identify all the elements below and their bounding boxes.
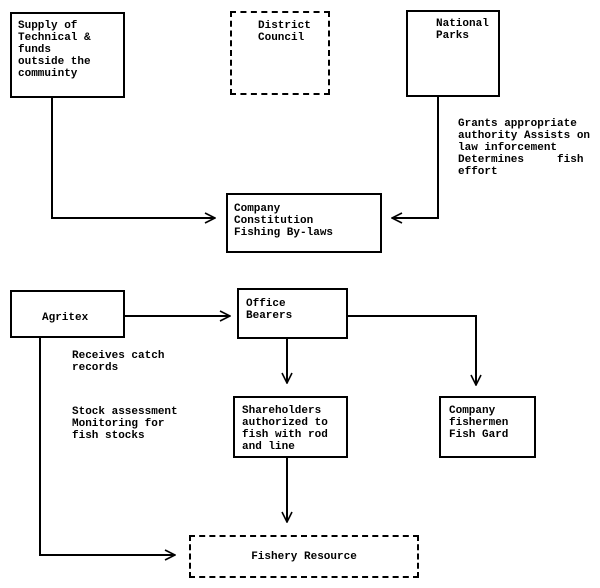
arrow-office-to-fishermen xyxy=(348,315,476,385)
fishery-resource-label: Fishery Resource xyxy=(251,551,357,563)
office-bearers-label: Office Bearers xyxy=(246,298,293,322)
arrow-agritex-to-fishery xyxy=(39,338,175,555)
company-constitution-label: Company Constitution Fishing By-laws xyxy=(234,203,334,239)
agritex-stock-annotation: Stock assessment Monitoring for fish sto… xyxy=(72,406,178,442)
national-parks-roles-annotation: Grants appropriate authority Assists on … xyxy=(458,118,591,178)
office-bearers-box xyxy=(237,288,348,339)
agritex-label: Agritex xyxy=(42,312,89,324)
agritex-catch-annotation: Receives catch records xyxy=(72,350,165,374)
shareholders-label: Shareholders authorized to fish with rod… xyxy=(242,405,328,453)
fishery-resource-box xyxy=(189,535,419,578)
supply-label: Supply of Technical & funds outside the … xyxy=(18,20,91,80)
arrow-supply-to-constitution xyxy=(51,97,215,218)
company-fishermen-box xyxy=(439,396,536,458)
arrow-parks-to-constitution xyxy=(392,97,439,218)
district-council-label: District Council xyxy=(258,20,311,44)
national-parks-box xyxy=(406,10,500,97)
national-parks-label: National Parks xyxy=(436,18,489,42)
agritex-box xyxy=(10,290,125,338)
supply-box xyxy=(10,12,125,98)
company-constitution-box xyxy=(226,193,382,253)
district-council-box xyxy=(230,11,330,95)
company-fishermen-label: Company fishermen Fish Gard xyxy=(449,405,509,441)
shareholders-box xyxy=(233,396,348,458)
